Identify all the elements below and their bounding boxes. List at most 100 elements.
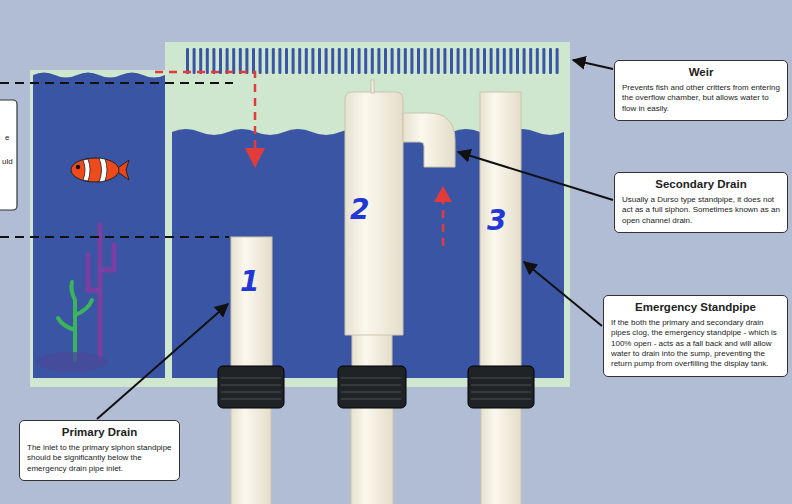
pipes [231,80,521,504]
weir-teeth [245,48,248,74]
primary-drain-callout: Primary DrainThe inlet to the primary si… [19,420,180,481]
leader-arrows [97,304,228,419]
weir-teeth [549,48,552,74]
flow-arrows [442,200,445,246]
fitting-threads [471,399,531,400]
weir-teeth [410,48,413,74]
weir-teeth [371,48,374,74]
flow-arrows [155,72,255,150]
weir-teeth [265,48,268,74]
weir-teeth [509,48,512,74]
plants [36,352,108,372]
weir-teeth [496,48,499,74]
weir-teeth [450,48,453,74]
secondary-drain-callout: Secondary DrainUsually a Durso type stan… [614,172,788,233]
weir-teeth [384,48,387,74]
fitting-threads [471,378,531,379]
weir-teeth [443,48,446,74]
weir-teeth [523,48,526,74]
leader-arrows [524,262,602,326]
weir-teeth [331,48,334,74]
level-lines [0,83,233,237]
weir-teeth [358,48,361,74]
weir-teeth [377,48,380,74]
pipes [480,92,521,370]
weir-teeth [206,48,209,74]
pipes [481,405,521,504]
weir-teeth [193,48,196,74]
clownfish [76,165,80,169]
weir-teeth [470,48,473,74]
emergency-standpipe-callout: Emergency Standpipe If the both the prima… [603,295,788,377]
pipes [371,80,374,93]
cut-callout-box [0,100,17,210]
weir-teeth [219,48,222,74]
callout-number: 3 [487,207,506,235]
leader-arrows [458,152,613,200]
weir-teeth [186,48,189,74]
weir-teeth [272,48,275,74]
fitting-threads [221,378,531,399]
overflow-box-top [165,42,570,82]
fitting-threads [471,385,531,386]
weir-teeth [542,48,545,74]
tank [30,42,570,387]
pipes [231,237,272,370]
weir-teeth [318,48,321,74]
weir-teeth [212,48,215,74]
bulkhead-fittings [218,366,284,408]
weir-teeth [490,48,493,74]
weir-teeth [186,48,559,74]
fitting-threads [471,392,531,393]
fitting-threads [221,399,281,400]
weir-teeth [437,48,440,74]
weir-teeth [483,48,486,74]
weir-teeth [364,48,367,74]
bulkhead-fittings [468,366,534,408]
weir-teeth [417,48,420,74]
level-lines [0,236,229,238]
weir-teeth [285,48,288,74]
level-lines [0,82,233,84]
fitting-threads [221,378,281,379]
leader-arrows [573,60,613,69]
clownfish [71,158,119,182]
bulkhead-fittings [338,366,406,408]
weir-teeth [516,48,519,74]
fitting-threads [221,385,281,386]
weir-teeth [325,48,328,74]
display-water [33,73,165,379]
plants [58,282,92,360]
weir-teeth [252,48,255,74]
flow-arrowheads [434,186,452,202]
callout-number: 1 [240,268,259,296]
weir-teeth [457,48,460,74]
flow-arrowheads [245,148,452,202]
clownfish [71,158,129,182]
weir-teeth [536,48,539,74]
weir-teeth [305,48,308,74]
callout-number: 2 [350,196,369,224]
plants [88,225,114,360]
callout-text: If the both the primary and secondary dr… [611,318,780,370]
weir-teeth [476,48,479,74]
weir-teeth [292,48,295,74]
plants [36,225,114,372]
weir-teeth [199,48,202,74]
weir-teeth [529,48,532,74]
pipes [345,92,403,335]
pipes [351,405,393,504]
callout-title: Weir [622,66,780,80]
callout-title: Emergency Standpipe [611,301,780,315]
weir-teeth [424,48,427,74]
callout-text: Prevents fish and other critters from en… [622,83,780,114]
weir-teeth [556,48,559,74]
weir-teeth [226,48,229,74]
fitting-threads [341,385,401,386]
callout-title: Primary Drain [27,426,172,440]
fitting-threads [341,378,401,379]
weir-teeth [463,48,466,74]
pipes [231,405,271,504]
weir-callout: WeirPrevents fish and other critters fro… [614,60,788,121]
weir-teeth [259,48,262,74]
